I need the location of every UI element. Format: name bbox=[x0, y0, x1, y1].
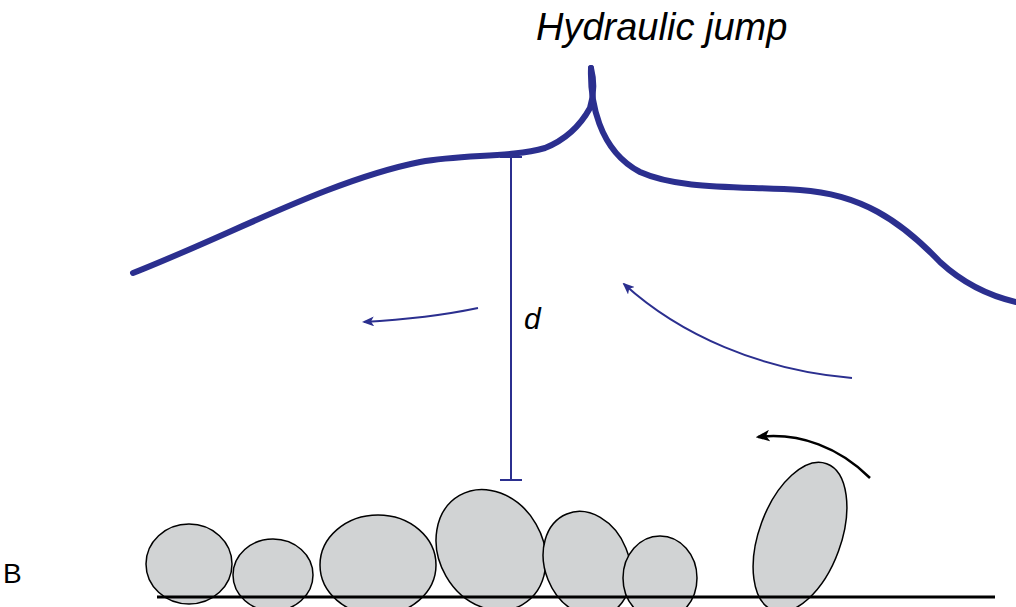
channel-bed bbox=[157, 596, 995, 599]
clast bbox=[414, 469, 567, 607]
flow-arrow bbox=[364, 308, 478, 322]
water-surface bbox=[591, 68, 1016, 302]
clasts bbox=[146, 450, 865, 607]
flow-arrow bbox=[624, 284, 852, 378]
figure-title-label: Hydraulic jump bbox=[536, 8, 787, 46]
depth-bar bbox=[500, 157, 522, 480]
water-surface bbox=[133, 68, 593, 273]
clast bbox=[735, 450, 865, 607]
clast bbox=[146, 524, 232, 604]
clast bbox=[320, 515, 436, 607]
dimension-label: d bbox=[524, 304, 541, 334]
panel-letter: B bbox=[3, 560, 22, 588]
